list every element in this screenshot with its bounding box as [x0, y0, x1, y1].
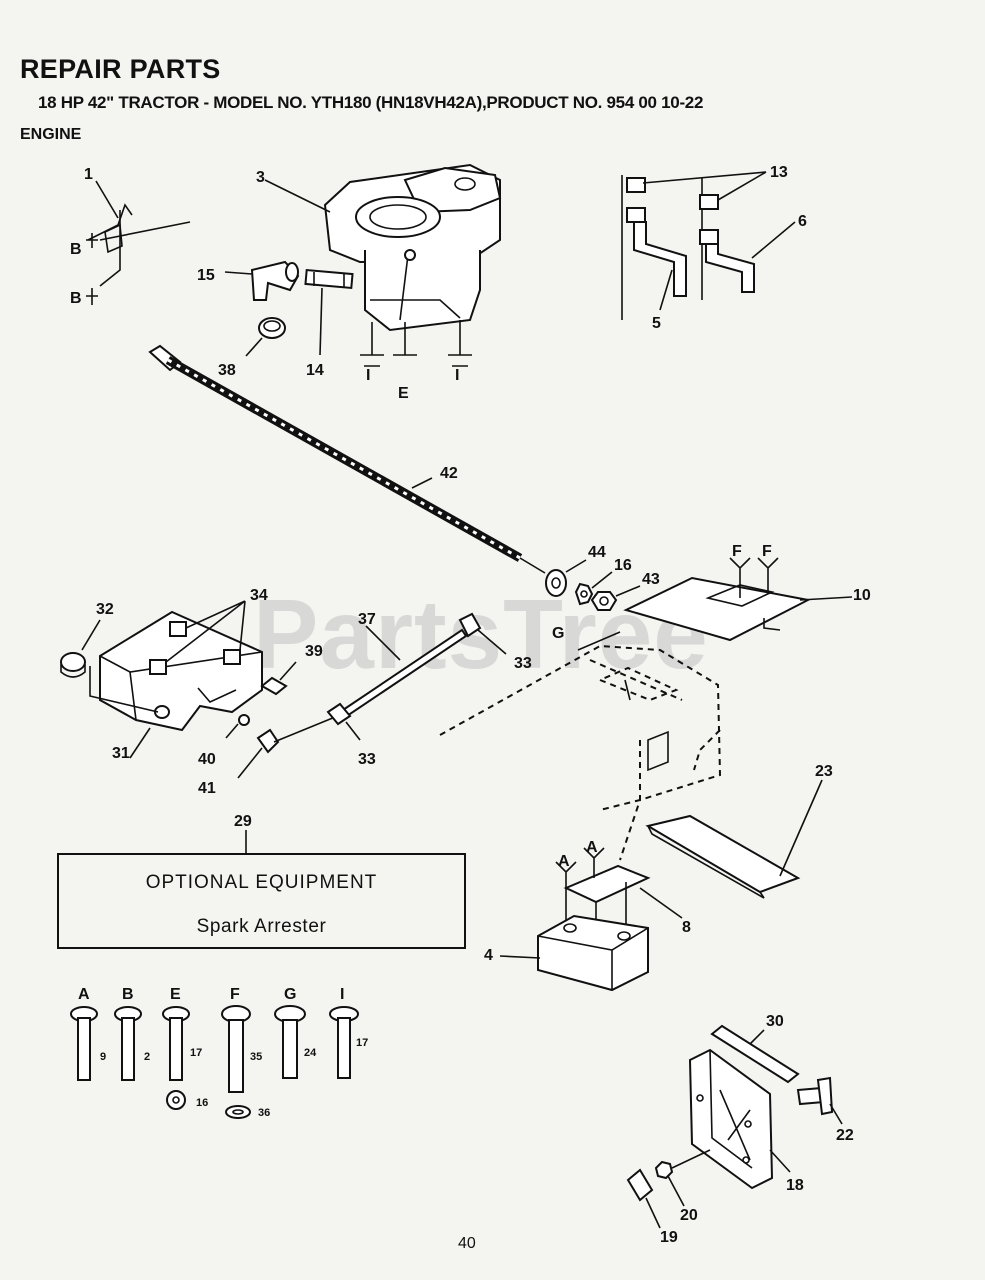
part-1-bracket: [86, 180, 191, 305]
callout-38: 38: [218, 362, 236, 379]
hardware-b: B 2: [114, 986, 150, 1081]
hardware-f: F 35 36: [221, 986, 270, 1119]
callout-13: 13: [770, 164, 788, 181]
callout-15: 15: [197, 267, 215, 284]
callout-4: 4: [484, 947, 493, 964]
part-10-heat-shield: [623, 557, 853, 642]
callout-18: 18: [786, 1177, 804, 1194]
part-39-clip: [260, 661, 297, 696]
optional-equipment-title: OPTIONAL EQUIPMENT: [145, 872, 378, 893]
hardware-part-number: 35: [250, 1051, 262, 1063]
ref-b: B: [70, 290, 82, 307]
frame-outline: [439, 631, 722, 861]
optional-equipment-box: OPTIONAL EQUIPMENT Spark Arrester: [57, 853, 466, 949]
part-20-nut: [654, 1149, 711, 1207]
ref-f: F: [762, 543, 772, 560]
callout-37: 37: [358, 611, 376, 628]
part-31-muffler-guard: [89, 600, 263, 759]
page-title: REPAIR PARTS: [20, 54, 221, 84]
hardware-washer-number: 16: [196, 1097, 208, 1109]
callout-16: 16: [614, 557, 632, 574]
hardware-a: A 9: [70, 986, 106, 1081]
callout-32: 32: [96, 601, 114, 618]
callout-42: 42: [440, 465, 458, 482]
callout-3: 3: [256, 169, 265, 186]
part-40-screw: [225, 714, 250, 739]
model-subtitle: 18 HP 42" TRACTOR - MODEL NO. YTH180 (HN…: [38, 93, 704, 112]
callout-44: 44: [588, 544, 606, 561]
callout-41: 41: [198, 780, 216, 797]
ref-f: F: [732, 543, 742, 560]
hardware-letter: F: [230, 986, 240, 1003]
part-16-lockwasher: [574, 571, 613, 606]
hardware-e: E 17 16: [162, 986, 208, 1110]
watermark: PartsTree: [253, 579, 709, 689]
callout-22: 22: [836, 1127, 854, 1144]
ref-e: E: [398, 385, 409, 402]
callout-8: 8: [682, 919, 691, 936]
hardware-letter: G: [284, 986, 296, 1003]
part-32-cap: [60, 619, 101, 678]
hardware-letter: E: [170, 986, 181, 1003]
hardware-part-number: 2: [144, 1051, 150, 1063]
part-5-pipe: [621, 175, 687, 320]
part-3-engine: [264, 163, 502, 367]
hardware-letter: B: [122, 986, 134, 1003]
hardware-letter: I: [340, 986, 344, 1003]
hardware-i: I 17: [329, 986, 368, 1079]
hardware-washer-number: 36: [258, 1107, 270, 1119]
part-15-elbow: [224, 260, 300, 301]
part-38-plug: [245, 317, 286, 357]
hardware-part-number: 24: [304, 1047, 317, 1059]
callout-33: 33: [358, 751, 376, 768]
hardware-g: G 24: [274, 986, 317, 1079]
callout-19: 19: [660, 1229, 678, 1246]
part-22-bolt: [796, 1076, 843, 1125]
part-30-gasket: [710, 1024, 800, 1084]
callout-43: 43: [642, 571, 660, 588]
callout-14: 14: [306, 362, 324, 379]
callout-10: 10: [853, 587, 871, 604]
part-44-washer: [545, 559, 587, 597]
part-33-coupler: [326, 612, 507, 741]
section-title: ENGINE: [20, 126, 82, 143]
optional-equipment-item: Spark Arrester: [196, 916, 327, 937]
callout-34: 34: [250, 587, 268, 604]
page-number: 40: [458, 1235, 476, 1252]
callout-29: 29: [234, 813, 252, 830]
hardware-part-number: 17: [190, 1047, 202, 1059]
callout-31: 31: [112, 745, 130, 762]
ref-a: A: [586, 839, 598, 856]
part-43-nut: [590, 585, 641, 611]
part-23-deflector: [645, 779, 823, 899]
part-19-clamp: [626, 1168, 661, 1229]
callout-23: 23: [815, 763, 833, 780]
callout-33: 33: [514, 655, 532, 672]
ref-i: I: [455, 367, 459, 384]
ref-a: A: [558, 853, 570, 870]
callout-5: 5: [652, 315, 661, 332]
ref-b: B: [70, 241, 82, 258]
part-41-valve: [237, 728, 280, 779]
part-6-pipe: [642, 171, 796, 300]
ref-g: G: [552, 625, 564, 642]
part-14-nipple: [304, 268, 354, 356]
part-42-dipstick-tube: [148, 344, 546, 574]
hardware-letter: A: [78, 986, 90, 1003]
callout-40: 40: [198, 751, 216, 768]
callout-1: 1: [84, 166, 93, 183]
hardware-part-number: 17: [356, 1037, 368, 1049]
hardware-part-number: 9: [100, 1051, 106, 1063]
part-18-screen: [688, 1048, 791, 1190]
callout-20: 20: [680, 1207, 698, 1224]
callout-39: 39: [305, 643, 323, 660]
callout-6: 6: [798, 213, 807, 230]
callout-30: 30: [766, 1013, 784, 1030]
ref-i: I: [366, 367, 370, 384]
part-4-muffler: [499, 914, 649, 992]
